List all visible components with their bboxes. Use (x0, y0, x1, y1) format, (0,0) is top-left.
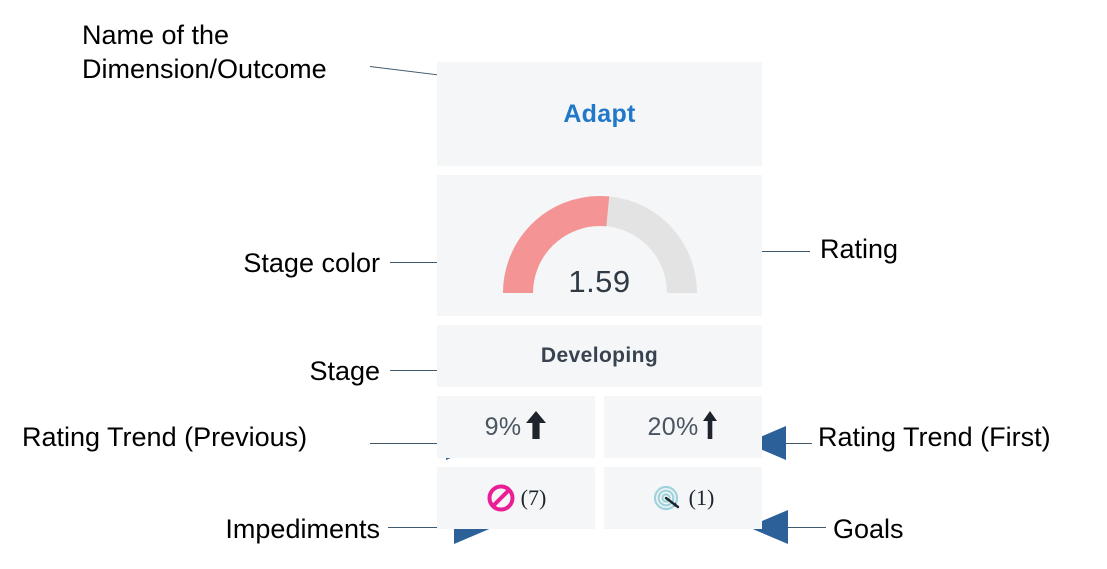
name-of-dimension-label: Name of the Dimension/Outcome (82, 20, 327, 84)
goals-card[interactable]: (1) (604, 467, 762, 529)
leader-line-trend-previous (370, 443, 448, 444)
leader-line-goals (762, 527, 826, 528)
trend-row: 9% 20% (437, 396, 762, 458)
stage-card[interactable]: Developing (437, 325, 762, 387)
target-dart-icon (652, 483, 684, 513)
metrics-row: (7) (1) (437, 467, 762, 529)
trend-previous-card[interactable]: 9% (437, 396, 595, 458)
rating-trend-previous-label: Rating Trend (Previous) (22, 422, 308, 452)
trend-first-card[interactable]: 20% (604, 396, 762, 458)
dimension-widget: Adapt 1.59 Developing 9% 20% (437, 62, 762, 538)
leader-line-stage (390, 370, 462, 371)
rating-value: 1.59 (568, 263, 631, 299)
impediments-card[interactable]: (7) (437, 467, 595, 529)
dimension-title-card[interactable]: Adapt (437, 62, 762, 166)
gauge-fill-arc (502, 195, 697, 293)
prohibition-icon (486, 483, 516, 513)
rating-gauge-card[interactable]: 1.59 (437, 175, 762, 316)
leader-line-trend-first (762, 443, 812, 444)
trend-first-value: 20% (647, 412, 699, 441)
rating-gauge: 1.59 (497, 190, 703, 302)
leader-line-stage-color (390, 262, 472, 263)
gauge-arc-svg (502, 195, 697, 293)
stage-label: Stage (309, 356, 380, 386)
trend-up-arrow-thin-icon (702, 410, 718, 444)
dimension-title: Adapt (563, 99, 636, 128)
goals-label: Goals (833, 514, 904, 544)
rating-trend-first-label: Rating Trend (First) (818, 422, 1051, 452)
impediments-label: Impediments (225, 514, 380, 544)
stage-color-label: Stage color (243, 248, 380, 278)
impediments-count: (7) (520, 485, 547, 510)
trend-up-arrow-icon (525, 410, 547, 444)
rating-label: Rating (820, 234, 899, 264)
stage-value: Developing (540, 344, 659, 367)
leader-line-impediments (388, 527, 456, 528)
goals-count: (1) (688, 485, 715, 510)
trend-previous-value: 9% (484, 412, 522, 441)
